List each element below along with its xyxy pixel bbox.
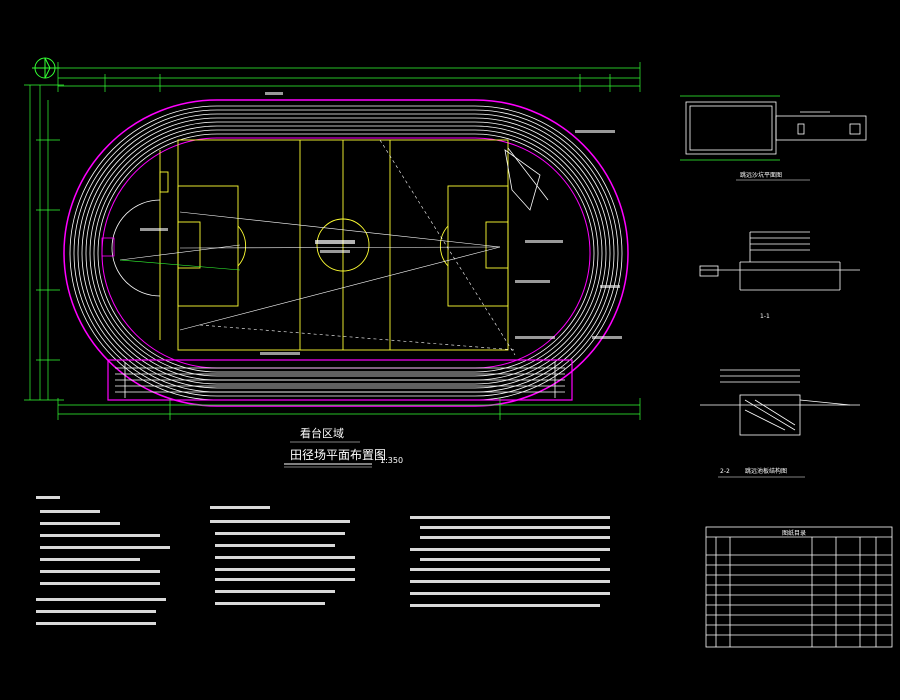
football-field [159,139,509,351]
drawing-index-table [705,526,893,648]
field-annotations [140,92,622,355]
main-drawing-scale: 1:350 [380,456,403,465]
top-dimension-lines [57,62,641,92]
stand-area-label: 看台区域 [300,426,344,440]
general-notes-block [36,496,170,625]
drawing-index-title: 图纸目录 [782,529,806,537]
construction-notes-block [210,506,355,605]
section-11-detail [699,231,860,291]
track-straight-extension [107,359,573,401]
main-drawing-title: 田径场平面布置图 [290,448,386,462]
bottom-dimension-lines [57,398,641,420]
left-dimension-lines [24,84,64,401]
curb-detail-title: 跳远池板结构图 [745,467,787,475]
sandpit-plan-title: 跳远沙坑平面图 [740,171,782,179]
sandpit-plan-detail [680,95,867,161]
section-22-label: 2-2 [720,468,730,475]
section-11-title: 1-1 [760,313,770,320]
north-arrow-icon [32,57,60,79]
field-event-areas [101,147,549,297]
sector-lines [119,139,516,356]
construction-notes-block-2 [410,516,610,607]
section-22-detail [700,369,860,436]
